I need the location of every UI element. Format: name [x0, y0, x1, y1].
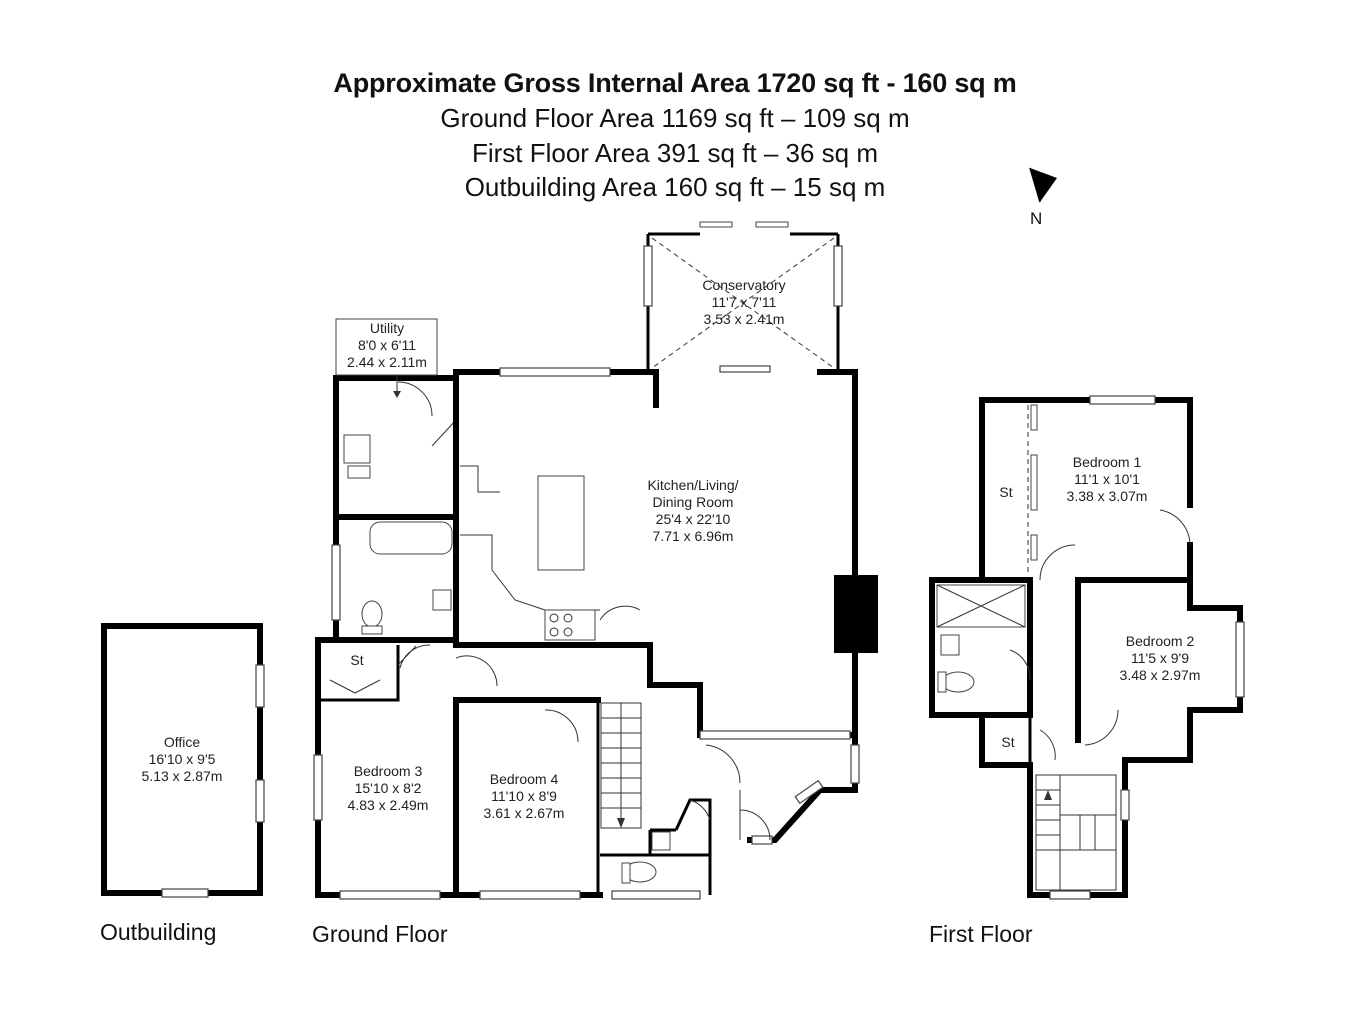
first-floor-label: First Floor: [929, 921, 1033, 947]
bedroom2-metric: 3.48 x 2.97m: [1120, 667, 1201, 683]
bedroom3-imperial: 15'10 x 8'2: [355, 780, 422, 796]
office-imperial: 16'10 x 9'5: [149, 751, 216, 767]
bedroom1-name: Bedroom 1: [1073, 454, 1142, 470]
bedroom1-metric: 3.38 x 3.07m: [1067, 488, 1148, 504]
bedroom1-storage-label: St: [999, 484, 1012, 500]
conservatory-metric: 3.53 x 2.41m: [704, 311, 785, 327]
ground-storage-label: St: [350, 652, 363, 668]
first-floor-plan: [929, 395, 1245, 900]
conservatory-name: Conservatory: [702, 277, 785, 293]
ground-floor-plan: [313, 221, 878, 900]
first-storage-label: St: [1001, 734, 1014, 750]
first-floor-area: First Floor Area 391 sq ft – 36 sq m: [471, 138, 879, 168]
kitchen-imperial: 25'4 x 22'10: [656, 511, 731, 527]
ground-floor-area: Ground Floor Area 1169 sq ft – 109 sq m: [440, 103, 910, 133]
bedroom1-imperial: 11'1 x 10'1: [1074, 471, 1140, 487]
bedroom3-name: Bedroom 3: [354, 763, 423, 779]
utility-name: Utility: [370, 320, 404, 336]
office-metric: 5.13 x 2.87m: [142, 768, 223, 784]
utility-imperial: 8'0 x 6'11: [358, 337, 416, 353]
office-name: Office: [164, 734, 201, 750]
utility-label-box: [335, 318, 438, 376]
utility-metric: 2.44 x 2.11m: [347, 354, 427, 370]
outbuilding-area: Outbuilding Area 160 sq ft – 15 sq m: [464, 172, 886, 202]
bedroom4-imperial: 11'10 x 8'9: [491, 788, 557, 804]
bedroom2-imperial: 11'5 x 9'9: [1131, 650, 1189, 666]
bedroom2-name: Bedroom 2: [1126, 633, 1195, 649]
kitchen-name-line2: Dining Room: [653, 494, 734, 510]
bedroom3-metric: 4.83 x 2.49m: [348, 797, 429, 813]
gross-area-title: Approximate Gross Internal Area 1720 sq …: [333, 68, 1017, 98]
kitchen-metric: 7.71 x 6.96m: [653, 528, 734, 544]
bedroom4-metric: 3.61 x 2.67m: [484, 805, 565, 821]
ground-floor-label: Ground Floor: [312, 921, 448, 947]
bedroom4-name: Bedroom 4: [490, 771, 559, 787]
north-label: N: [1030, 209, 1042, 228]
north-arrow-icon: [1029, 167, 1057, 203]
conservatory-imperial: 11'7 x 7'11: [712, 294, 777, 310]
kitchen-name-line1: Kitchen/Living/: [647, 477, 738, 493]
outbuilding-plan: [101, 623, 265, 898]
outbuilding-label: Outbuilding: [100, 919, 216, 945]
